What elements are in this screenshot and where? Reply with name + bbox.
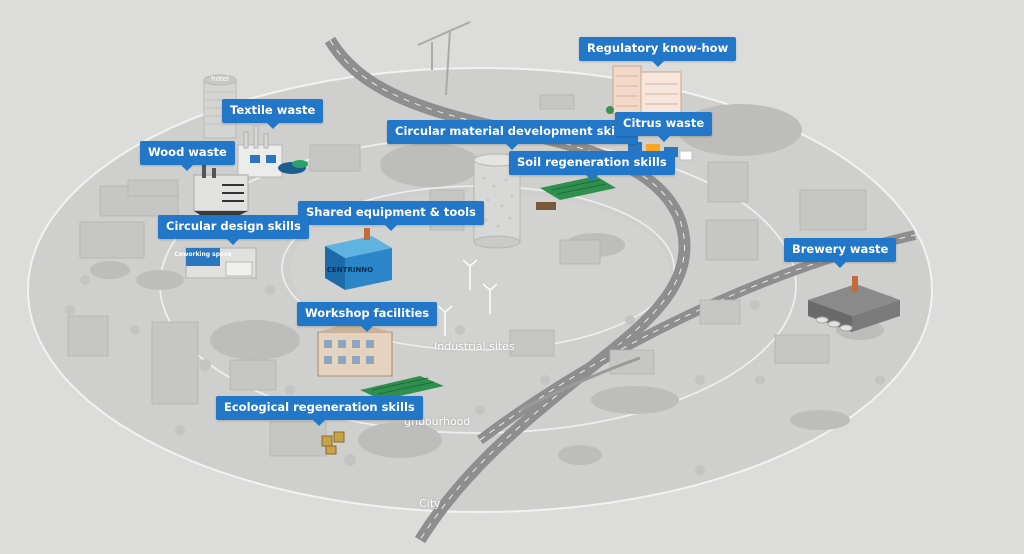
callout-circular-material-development-skills[interactable]: Circular material development skills bbox=[387, 120, 638, 150]
ecological-boxes bbox=[321, 431, 345, 455]
callout-citrus-waste[interactable]: Citrus waste bbox=[615, 112, 713, 142]
centrinno-cube bbox=[325, 228, 392, 290]
callout-regulatory-know-how[interactable]: Regulatory know-how bbox=[579, 37, 737, 67]
soil-garden bbox=[536, 176, 616, 210]
callout-ecological-regeneration-skills[interactable]: Ecological regeneration skills bbox=[216, 396, 423, 426]
ring-label-city: City bbox=[419, 497, 441, 510]
construction-crane bbox=[417, 21, 471, 96]
highway-lane-marks bbox=[329, 39, 685, 541]
wind-turbines bbox=[437, 259, 498, 336]
centrinno-sign: CENTRINNO bbox=[327, 266, 373, 274]
callout-workshop-facilities[interactable]: Workshop facilities bbox=[297, 302, 438, 332]
callout-brewery-waste[interactable]: Brewery waste bbox=[784, 238, 897, 268]
callout-shared-equipment-tools[interactable]: Shared equipment & tools bbox=[298, 201, 484, 231]
callout-textile-waste[interactable]: Textile waste bbox=[222, 99, 324, 129]
callout-wood-waste[interactable]: Wood waste bbox=[140, 141, 235, 171]
callout-circular-design-skills[interactable]: Circular design skills bbox=[158, 215, 309, 245]
regulatory-building bbox=[606, 65, 682, 119]
ring-label-industrial-sites: Industrial sites bbox=[434, 340, 515, 353]
wood-factory bbox=[193, 164, 249, 215]
coworking-building bbox=[185, 247, 257, 279]
ring-city bbox=[27, 67, 933, 513]
textile-factory bbox=[237, 125, 308, 178]
background-buildings bbox=[67, 94, 867, 457]
coworking-sign: Coworking space bbox=[174, 251, 231, 258]
hotel-tower bbox=[203, 74, 237, 139]
hotel-sign: hotel bbox=[211, 75, 229, 83]
workshop-building bbox=[317, 322, 444, 400]
callout-soil-regeneration-skills[interactable]: Soil regeneration skills bbox=[509, 151, 675, 181]
railway bbox=[519, 356, 641, 412]
brewery-building bbox=[808, 276, 900, 332]
